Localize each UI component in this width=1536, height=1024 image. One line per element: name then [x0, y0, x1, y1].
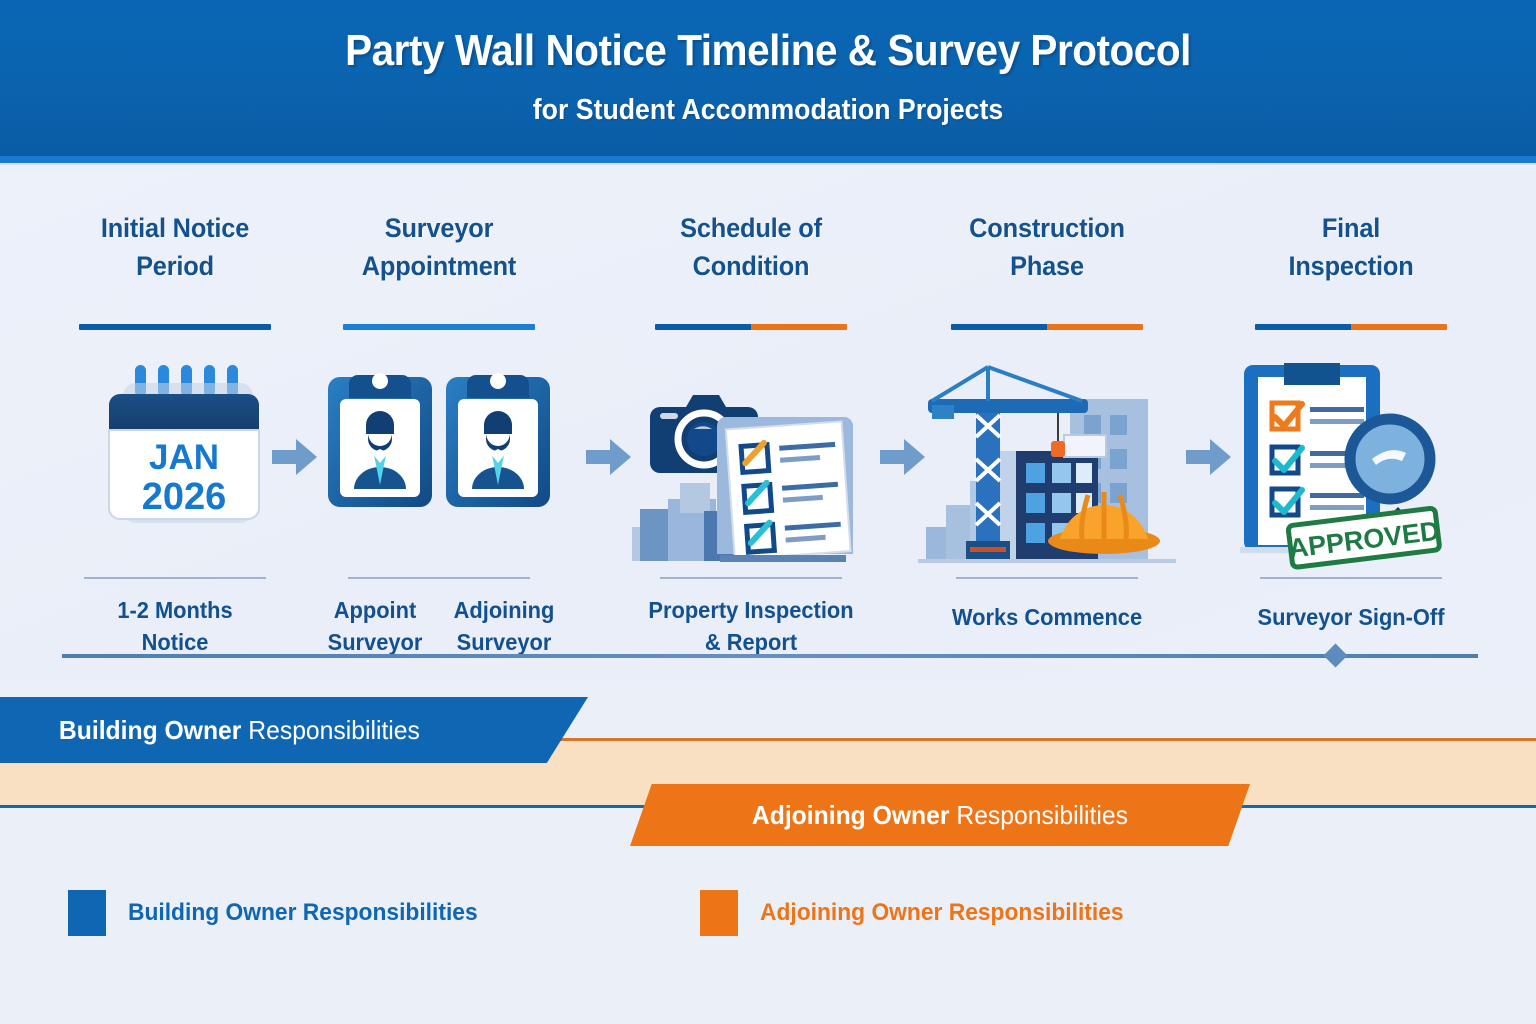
arrow-right-icon-4: [1186, 438, 1232, 476]
adjoining-owner-rest: Responsibilities: [949, 799, 1129, 830]
legend: Building Owner Responsibilities Adjoinin…: [0, 890, 1536, 950]
calendar-year: 2026: [142, 476, 227, 518]
step-underline: [951, 324, 1143, 330]
legend-swatch-blue: [68, 890, 106, 936]
step-underline: [79, 324, 271, 330]
page-subtitle: for Student Accommodation Projects: [532, 94, 1004, 126]
arrow-right-icon-1: [272, 438, 318, 476]
step-title: Construction Phase: [969, 213, 1125, 282]
approved-clipboard-magnifier-icon: APPROVED: [1222, 359, 1480, 574]
step-underline: [1255, 324, 1447, 330]
step-caption: 1-2 Months Notice: [117, 597, 233, 656]
calendar-icon: JAN 2026: [46, 359, 304, 574]
step-final-inspection[interactable]: Final Inspection: [1222, 209, 1480, 679]
step-underline: [655, 324, 847, 330]
step-caption: Surveyor Sign-Off: [1257, 604, 1445, 630]
step-caption-pair: Appoint Surveyor Adjoining Surveyor: [310, 594, 568, 658]
step-title: Schedule of Condition: [680, 213, 822, 282]
step-divider: [1260, 577, 1442, 579]
building-owner-band[interactable]: Building Owner Responsibilities: [0, 697, 588, 763]
adjoining-owner-band[interactable]: Adjoining Owner Responsibilities: [630, 784, 1250, 846]
step-divider: [956, 577, 1138, 579]
building-owner-band-label: Building Owner Responsibilities: [0, 715, 420, 746]
step-caption: Property Inspection & Report: [648, 597, 854, 656]
step-title: Initial Notice Period: [100, 213, 250, 282]
camera-checklist-icon: [622, 359, 880, 574]
header-banner: [0, 0, 1536, 156]
adjoining-owner-strong: Adjoining Owner: [751, 799, 950, 830]
crane-building-hardhat-icon: [918, 359, 1176, 574]
legend-item-building-owner: Building Owner Responsibilities: [68, 890, 496, 936]
arrow-right-icon-2: [586, 438, 632, 476]
adjoining-owner-band-label: Adjoining Owner Responsibilities: [752, 800, 1128, 831]
step-divider: [348, 577, 530, 579]
timeline-baseline: [62, 654, 1478, 658]
step-caption-appoint-surveyor: Appoint Surveyor: [327, 597, 422, 656]
step-construction-phase[interactable]: Construction Phase: [918, 209, 1176, 679]
step-underline: [343, 324, 535, 330]
step-divider: [660, 577, 842, 579]
legend-swatch-orange: [700, 890, 738, 936]
step-initial-notice-period[interactable]: Initial Notice Period: [46, 209, 304, 679]
calendar-month: JAN: [149, 438, 219, 477]
arrow-right-icon-3: [880, 438, 926, 476]
building-owner-rest: Responsibilities: [241, 714, 420, 745]
step-caption: Works Commence: [951, 604, 1143, 630]
legend-label-adjoining-owner: Adjoining Owner Responsibilities: [760, 899, 1124, 926]
building-owner-strong: Building Owner: [58, 714, 242, 745]
timeline-panel: Initial Notice Period: [0, 167, 1536, 679]
surveyor-badge-icon: [310, 359, 568, 574]
step-schedule-of-condition[interactable]: Schedule of Condition: [622, 209, 880, 679]
step-divider: [84, 577, 266, 579]
step-caption-adjoining-surveyor: Adjoining Surveyor: [453, 597, 554, 656]
step-title: Final Inspection: [1288, 213, 1414, 282]
header-accent-stripe: [0, 156, 1536, 165]
legend-item-adjoining-owner: Adjoining Owner Responsibilities: [700, 890, 1143, 936]
step-surveyor-appointment[interactable]: Surveyor Appointment: [310, 209, 568, 679]
legend-label-building-owner: Building Owner Responsibilities: [128, 899, 478, 926]
step-title: Surveyor Appointment: [361, 213, 517, 282]
page-title: Party Wall Notice Timeline & Survey Prot…: [345, 26, 1191, 75]
